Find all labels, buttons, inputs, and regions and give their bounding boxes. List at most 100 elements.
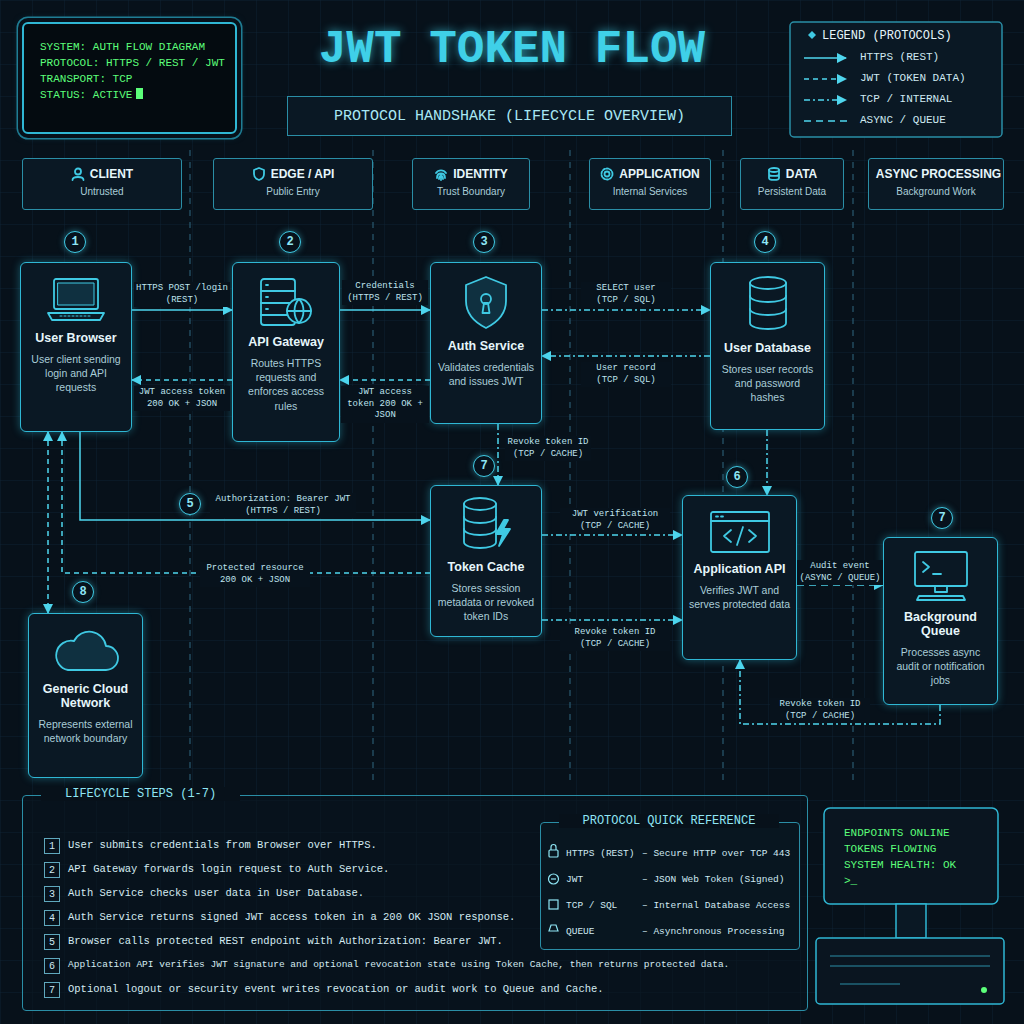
decoration (48, 313, 104, 320)
node-text: PROTOCOL HANDSHAKE (LIFECYCLE OVERVIEW) (334, 108, 685, 125)
diagram-title: JWT TOKEN FLOW (262, 24, 762, 76)
node-text: STATUS: ACTIVE (40, 88, 219, 104)
node-text: Represents external network boundary (35, 717, 136, 745)
node-text: Routes HTTPS requests and enforces acces… (239, 356, 333, 413)
decoration (436, 170, 446, 180)
reference-value: – Asynchronous Processing (642, 926, 785, 937)
node-text: DATA (786, 167, 818, 181)
reference-key: JWT (566, 874, 583, 885)
decoration (496, 520, 510, 546)
node-icon (71, 167, 85, 181)
node-text: IDENTITY (453, 167, 508, 181)
legend-text: HTTPS (REST) (860, 51, 939, 63)
decoration (917, 586, 965, 600)
service-box: Token CacheStores session metadata or re… (430, 485, 542, 637)
node-text: Persistent Data (745, 186, 839, 197)
step-number: 5 (44, 934, 60, 950)
decoration (436, 170, 446, 180)
subtitle-box: PROTOCOL HANDSHAKE (LIFECYCLE OVERVIEW) (287, 96, 732, 136)
reference-value: – JSON Web Token (Signed) (642, 874, 785, 885)
lane-header: CLIENTUntrusted (22, 158, 182, 210)
connector-label: Revoke token ID (TCP / CACHE) (505, 436, 591, 461)
connector-label: Protected resource 200 OK + JSON (200, 562, 310, 587)
connector-label: Revoke token ID (TCP / CACHE) (770, 698, 870, 723)
connector (340, 379, 430, 381)
node-text: API Gateway (239, 335, 333, 349)
node-text: Auth Service (437, 339, 535, 353)
legend-line (804, 120, 848, 122)
lane-header: IDENTITYTrust Boundary (412, 158, 530, 210)
node-icon (600, 167, 614, 181)
node-icon (911, 550, 971, 602)
decoration (266, 285, 268, 309)
step-number: 4 (44, 910, 60, 926)
connector (80, 432, 430, 520)
lane-header: APPLICATIONInternal Services (589, 158, 711, 210)
header-row: CLIENT (27, 167, 177, 181)
connector-label: JWT verification (TCP / CACHE) (560, 508, 670, 533)
step-text: Application API verifies JWT signature a… (68, 959, 729, 970)
node-text: >_ (844, 874, 986, 890)
node-text: Stores session metadata or revoked token… (437, 581, 535, 624)
node-icon (462, 275, 510, 331)
callout-number: 2 (279, 231, 301, 253)
step-text: Optional logout or security event writes… (68, 983, 604, 995)
callout-number: 1 (64, 231, 86, 253)
decoration (56, 632, 118, 670)
decoration (56, 632, 118, 670)
node-text: User Database (717, 341, 818, 355)
step-number: 3 (44, 886, 60, 902)
connector (497, 424, 499, 485)
decoration (724, 527, 756, 545)
node-text: EDGE / API (271, 167, 335, 181)
service-box: User DatabaseStores user records and pas… (710, 262, 825, 430)
lane-header: DATA Persistent Data (740, 158, 844, 210)
header-row: IDENTITY (417, 167, 525, 181)
decoration (464, 498, 510, 548)
decoration (261, 279, 311, 325)
step-text: Auth Service returns signed JWT access t… (68, 911, 515, 923)
legend-heading: LEGEND (PROTOCOLS) (822, 29, 952, 43)
node-icon (460, 496, 512, 552)
decoration (254, 168, 264, 180)
connector-label: Revoke token ID (TCP / CACHE) (560, 626, 670, 651)
decoration (790, 22, 1002, 137)
callout-number: 6 (726, 466, 748, 488)
decoration (769, 170, 779, 180)
decoration (466, 277, 506, 328)
connector (132, 379, 232, 381)
legend-line (804, 99, 846, 101)
decoration (75, 169, 81, 175)
connector (542, 355, 710, 357)
step-number: 6 (44, 958, 60, 974)
node-icon (746, 275, 790, 333)
node-text: TOKENS FLOWING (844, 842, 986, 858)
decoration (54, 279, 98, 309)
reference-key: HTTPS (REST) (566, 848, 634, 859)
step-text: User submits credentials from Browser ov… (68, 839, 377, 851)
legend-sample (802, 94, 852, 106)
decoration (466, 277, 506, 328)
node-icon (46, 277, 106, 323)
node-icon (257, 277, 315, 327)
decoration (483, 303, 490, 313)
connector-label: Audit event (ASYNC / QUEUE) (797, 560, 883, 585)
callout-number: 3 (473, 231, 495, 253)
node-icon (709, 510, 771, 554)
node-text: LIFECYCLE STEPS (1-7) (41, 787, 240, 801)
decoration (549, 925, 558, 931)
decoration (915, 552, 967, 586)
connector (47, 432, 49, 613)
decoration (896, 904, 926, 938)
decoration (60, 316, 92, 317)
decoration (287, 299, 311, 323)
legend-line (804, 78, 846, 80)
node-text: TRANSPORT: TCP (40, 72, 219, 88)
connector-label: HTTPS POST /login (REST) (134, 282, 230, 307)
node-icon (434, 167, 448, 181)
decoration (58, 283, 94, 305)
connector (62, 432, 430, 573)
